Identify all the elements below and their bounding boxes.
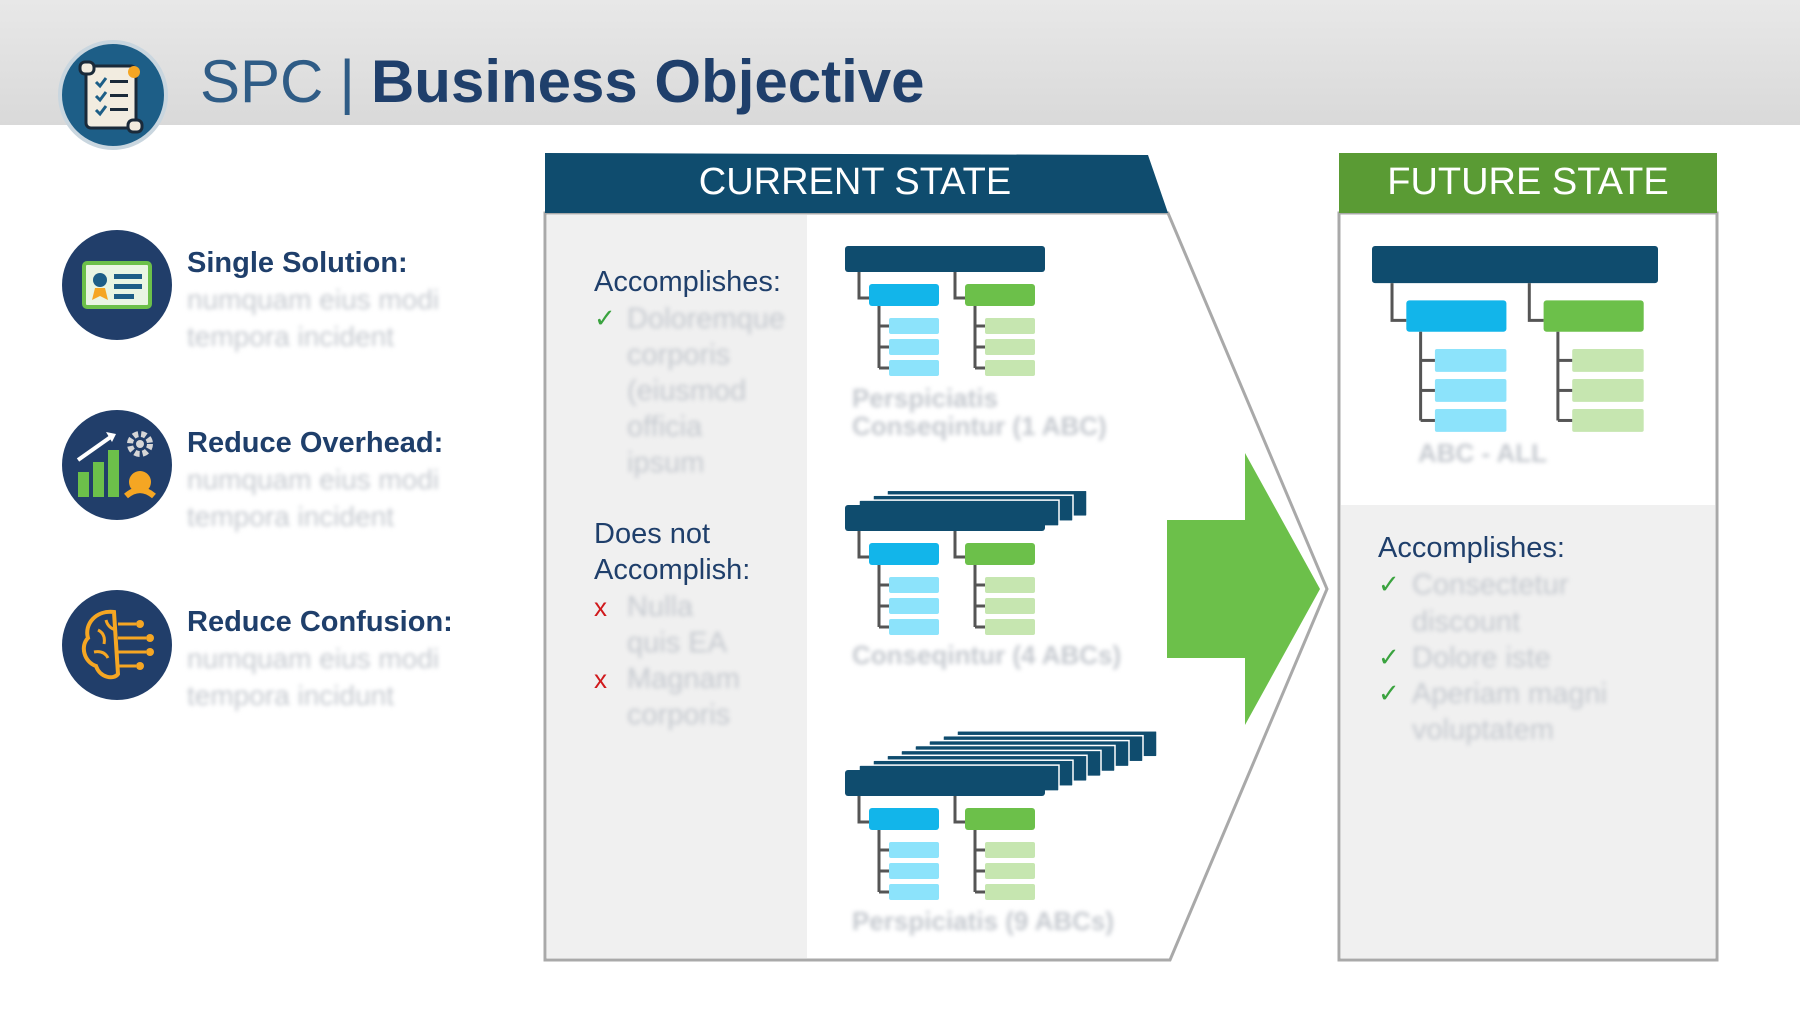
objective-text: numquam eius modi [187, 284, 440, 315]
objective-text: tempora incident [187, 321, 395, 352]
x-mark-icon: x [594, 664, 607, 694]
check-icon: ✓ [1378, 678, 1400, 708]
child-node-green [965, 284, 1035, 306]
accomplish-line: Aperiam magni [1412, 678, 1608, 710]
child-node-cyan [869, 808, 939, 830]
connector-line [953, 531, 965, 559]
connector-line [857, 531, 869, 559]
leaf-node-cyan [1434, 378, 1507, 402]
connector-line [857, 272, 869, 300]
leaf-node-green [985, 360, 1035, 376]
child-node-green [965, 543, 1035, 565]
diagram-caption: ABC - ALL [1418, 438, 1548, 468]
objective-icon-circle [62, 230, 172, 340]
child-node-cyan [869, 543, 939, 565]
objective-title: Single Solution: [187, 247, 408, 279]
leaf-node-green [985, 884, 1035, 900]
accomplish-line: Consectetur [1412, 569, 1569, 601]
root-node-bar [845, 505, 1045, 531]
title-separator: | [339, 48, 355, 115]
does-not-label: Does not [594, 518, 711, 550]
root-node-bar [1372, 246, 1658, 284]
diagram-caption: Perspiciatis [852, 383, 998, 413]
child-node-green [1543, 300, 1644, 332]
leaf-node-green [1572, 378, 1644, 402]
diagram-caption: Perspiciatis (9 ABCs) [852, 906, 1115, 936]
objective-text: tempora incident [187, 501, 395, 532]
objective-title: Reduce Confusion: [187, 606, 453, 638]
leaf-node-green [985, 318, 1035, 334]
logo-badge [58, 40, 168, 150]
check-icon: ✓ [1378, 569, 1400, 599]
child-node-cyan [869, 284, 939, 306]
accomplish-line: officia [627, 411, 703, 443]
objective-icon-circle [62, 410, 172, 520]
connector-line [953, 272, 965, 300]
objective-icon-circle [62, 590, 172, 700]
leaf-node-cyan [889, 863, 939, 879]
leaf-node-green [985, 339, 1035, 355]
transition-arrow [1167, 453, 1320, 725]
leaf-node-cyan [1434, 409, 1507, 432]
leaf-node-cyan [889, 619, 939, 635]
objective-text: numquam eius modi [187, 643, 440, 674]
scroll-checklist-icon [78, 60, 144, 134]
objective-text: numquam eius modi [187, 464, 440, 495]
leaf-node-cyan [1434, 348, 1507, 372]
accomplish-line: discount [1412, 606, 1521, 638]
child-node-cyan [1406, 300, 1507, 332]
certificate-icon [82, 261, 152, 309]
leaf-node-green [985, 863, 1035, 879]
leaf-node-green [1572, 348, 1644, 372]
connector-line [953, 796, 965, 824]
product-name: SPC [200, 48, 324, 115]
accomplish-line: Dolore iste [1412, 642, 1551, 674]
current-state-heading: CURRENT STATE [698, 161, 1012, 203]
accomplish-line: corporis [627, 339, 731, 371]
leaf-node-cyan [889, 339, 939, 355]
page-title: SPC|Business Objective [200, 46, 925, 118]
connector-line [857, 796, 869, 824]
leaf-node-green [985, 598, 1035, 614]
leaf-node-cyan [889, 842, 939, 858]
future-state-heading: FUTURE STATE [1387, 161, 1669, 203]
root-node-bar [845, 770, 1045, 796]
leaf-node-cyan [889, 598, 939, 614]
leaf-node-cyan [889, 884, 939, 900]
fail-line: Nulla [627, 591, 694, 623]
objective-text: tempora incidunt [187, 680, 395, 711]
accomplishes-label: Accomplishes: [594, 266, 781, 298]
does-not-label: Accomplish: [594, 554, 751, 586]
brain-circuit-icon [81, 609, 154, 680]
connector-line [1390, 283, 1407, 322]
leaf-node-cyan [889, 318, 939, 334]
connector-line [1527, 283, 1544, 322]
fail-line: Magnam [627, 663, 740, 695]
leaf-node-cyan [889, 360, 939, 376]
check-icon: ✓ [1378, 642, 1400, 672]
objective-title: Reduce Overhead: [187, 427, 444, 459]
check-icon: ✓ [594, 303, 616, 333]
growth-chart-gear-icon [76, 431, 156, 499]
leaf-node-green [985, 577, 1035, 593]
title-text: Business Objective [370, 48, 925, 115]
fail-line: corporis [627, 699, 731, 731]
leaf-node-green [985, 842, 1035, 858]
leaf-node-cyan [889, 577, 939, 593]
child-node-green [965, 808, 1035, 830]
root-node-bar [845, 246, 1045, 272]
accomplish-line: (eiusmod [627, 375, 747, 407]
accomplishes-label: Accomplishes: [1378, 532, 1565, 564]
leaf-node-green [1572, 409, 1644, 432]
diagram-caption: Conseqintur (1 ABC) [852, 411, 1107, 441]
diagram-caption: Conseqintur (4 ABCs) [852, 640, 1122, 670]
x-mark-icon: x [594, 592, 607, 622]
accomplish-line: ipsum [627, 447, 705, 479]
accomplish-line: Doloremque [627, 303, 785, 335]
fail-line: quis EA [627, 627, 727, 659]
leaf-node-green [985, 619, 1035, 635]
accomplish-line: voluptatem [1412, 714, 1554, 746]
header-bar [0, 0, 1800, 125]
